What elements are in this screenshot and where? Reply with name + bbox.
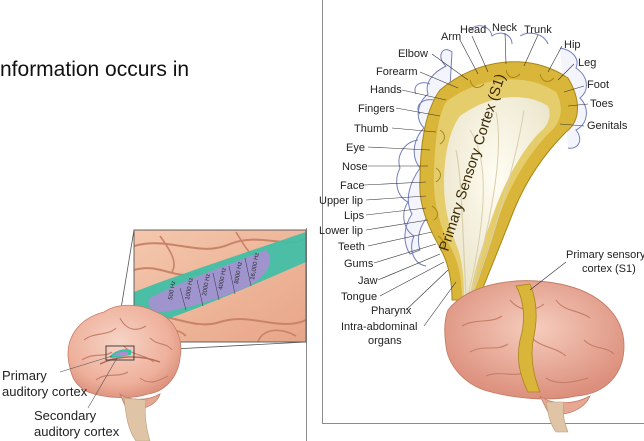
freq-label-500: 500 Hz <box>168 281 177 301</box>
label-lower-lip: Lower lip <box>319 225 363 237</box>
label-neck: Neck <box>492 22 518 34</box>
primary-auditory-label-line1: Primary <box>2 368 47 383</box>
homunculus-pointers <box>363 32 589 327</box>
label-toes: Toes <box>590 98 614 110</box>
label-lips: Lips <box>344 210 365 222</box>
label-intra-abdominal-line1: Intra-abdominal <box>341 321 417 333</box>
label-pharynx: Pharynx <box>371 305 412 317</box>
auditory-panel-border <box>306 228 307 441</box>
slide-partial-text: nformation occurs in <box>0 58 190 81</box>
label-hip: Hip <box>564 39 581 51</box>
small-brain <box>67 304 182 441</box>
freq-label-4000: 4000 Hz <box>218 267 228 290</box>
label-head: Head <box>460 24 486 36</box>
label-forearm: Forearm <box>376 66 418 78</box>
zoom-box-frame <box>133 229 307 343</box>
label-genitals: Genitals <box>587 120 628 132</box>
auditory-cortex-figure: 500 Hz 1000 Hz 2000 Hz 4000 Hz 8000 Hz 1… <box>2 229 307 441</box>
auditory-region-box <box>105 345 135 361</box>
label-thumb: Thumb <box>354 123 388 135</box>
lower-brain <box>444 280 625 433</box>
freq-label-1000: 1000 Hz <box>185 277 195 300</box>
primary-auditory-pointer <box>59 355 113 373</box>
label-teeth: Teeth <box>338 241 365 253</box>
label-leg: Leg <box>578 57 596 69</box>
label-upper-lip: Upper lip <box>319 195 363 207</box>
freq-label-16000: 16,000 Hz <box>250 252 261 280</box>
label-tongue: Tongue <box>341 291 377 303</box>
label-arm: Arm <box>441 31 461 43</box>
freq-label-8000: 8000 Hz <box>234 261 244 284</box>
panel-bottom-border <box>322 423 644 424</box>
label-s1-line1: Primary sensory <box>566 249 644 261</box>
freq-label-2000: 2000 Hz <box>202 273 212 296</box>
secondary-auditory-pointer <box>87 357 118 409</box>
label-s1-line2: cortex (S1) <box>582 263 636 275</box>
label-foot: Foot <box>587 79 609 91</box>
label-gums: Gums <box>344 258 374 270</box>
label-eye: Eye <box>346 142 365 154</box>
s1-cortex-slice: Primary Sensory Cortex (S1) <box>419 61 578 301</box>
secondary-auditory-label-line1: Secondary <box>34 408 97 423</box>
label-jaw: Jaw <box>358 275 378 287</box>
homunculus-figure: Primary Sensory Cortex (S1) <box>319 22 644 433</box>
label-nose: Nose <box>342 161 368 173</box>
label-fingers: Fingers <box>358 103 395 115</box>
secondary-auditory-label-line2: auditory cortex <box>34 424 120 439</box>
label-intra-abdominal-line2: organs <box>368 335 402 347</box>
label-elbow: Elbow <box>398 48 428 60</box>
label-hands: Hands <box>370 84 402 96</box>
primary-auditory-label-line2: auditory cortex <box>2 384 88 399</box>
label-face: Face <box>340 180 364 192</box>
panel-divider <box>322 0 323 424</box>
label-trunk: Trunk <box>524 24 552 36</box>
